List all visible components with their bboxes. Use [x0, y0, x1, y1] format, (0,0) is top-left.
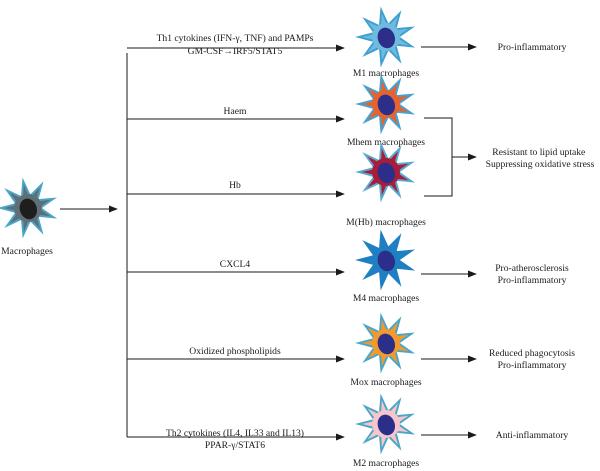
branch-4-outcome-line-1: Pro-atherosclerosis	[495, 263, 569, 274]
branch-6-outcome-line-1: Anti-inflammatory	[496, 430, 569, 441]
branch-1-cell-label: M1 macrophages	[353, 68, 420, 79]
branch-5-outcome-line-2: Pro-inflammatory	[498, 360, 567, 371]
branch-1-nucleus	[377, 27, 396, 49]
branch-1-stimulus-line-1: Th1 cytokines (IFN-γ, TNF) and PAMPs	[157, 33, 314, 44]
source-macrophage-cell	[0, 177, 58, 239]
branch-4-cell-label: M4 macrophages	[353, 293, 420, 304]
outcome-bracket	[424, 117, 453, 197]
branch-2-stimulus-line-1: Haem	[224, 106, 247, 117]
branch-2-cell-label: Mhem macrophages	[347, 137, 425, 148]
branch-6-stimulus-line-2: PPAR-γ/STAT6	[205, 440, 265, 451]
branch-1-cell	[355, 6, 416, 68]
branch-6: Th2 cytokines (IL4, IL33 and IL13)PPAR-γ…	[127, 393, 569, 469]
branch-5-stimulus-line-1: Oxidized phospholipids	[189, 346, 281, 357]
branch-3-stimulus-line-1: Hb	[229, 180, 241, 191]
branch-5-cell	[355, 312, 416, 374]
branch-5-cell-label: Mox macrophages	[350, 377, 421, 388]
shared-outcome-line-2: Suppressing oxidative stress	[486, 159, 595, 170]
branch-3-cell	[355, 141, 416, 203]
branch-1-outcome-line-1: Pro-inflammatory	[498, 42, 567, 53]
branch-4-cell	[355, 229, 416, 291]
branch-5-nucleus	[377, 333, 396, 355]
branch-4-outcome-line-2: Pro-inflammatory	[498, 275, 567, 286]
source-nucleus	[19, 198, 38, 220]
branch-3: HbM(Hb) macrophages	[127, 141, 426, 228]
shared-outcome-text: Resistant to lipid uptake Suppressing ox…	[486, 147, 595, 170]
branch-4: CXCL4 M4 macrophages Pro-atherosclerosisPr…	[127, 229, 569, 304]
source-label: Macrophages	[1, 246, 53, 257]
branches: Th1 cytokines (IFN-γ, TNF) and PAMPsGM-C…	[127, 6, 575, 469]
branch-6-stimulus-line-1: Th2 cytokines (IL4, IL33 and IL13)	[166, 428, 304, 439]
branch-4-nucleus	[377, 250, 396, 272]
branch-6-cell-label: M2 macrophages	[353, 458, 420, 469]
branch-2-nucleus	[377, 94, 396, 116]
branch-6-cell	[355, 393, 416, 455]
shared-outcome-line-1: Resistant to lipid uptake	[492, 147, 585, 158]
branch-3-nucleus	[377, 162, 396, 184]
branch-1-stimulus-line-2: GM-CSF→IRF5/STAT5	[188, 46, 283, 57]
branch-5-outcome-line-1: Reduced phagocytosis	[489, 348, 575, 359]
branch-6-nucleus	[377, 414, 396, 436]
branch-3-cell-label: M(Hb) macrophages	[346, 217, 426, 228]
branch-4-stimulus-line-1: CXCL4	[220, 259, 251, 270]
branch-2-cell	[355, 73, 416, 135]
branch-1: Th1 cytokines (IFN-γ, TNF) and PAMPsGM-C…	[127, 6, 567, 79]
